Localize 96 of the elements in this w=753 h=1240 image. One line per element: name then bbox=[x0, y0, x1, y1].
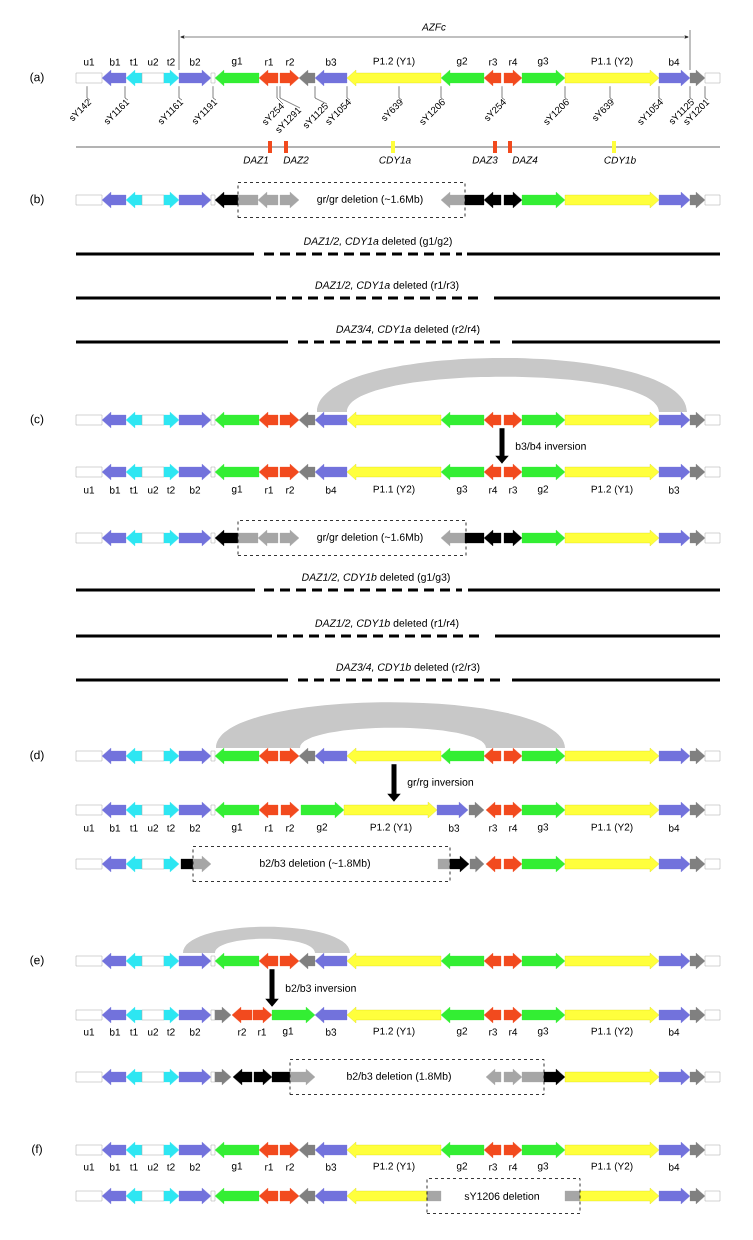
segment-label: t1 bbox=[130, 1163, 138, 1171]
edge-label: gr/rg inversion bbox=[407, 778, 474, 788]
segment-label: u2 bbox=[148, 1163, 159, 1171]
segment-label: g2 bbox=[456, 1162, 468, 1172]
leader-line bbox=[86, 85, 91, 101]
segment-label: g2 bbox=[456, 1027, 468, 1037]
leader-line bbox=[314, 85, 328, 105]
deletion-box: b2/b3 deletion (~1.8Mb) bbox=[192, 846, 451, 882]
gene-map-drawing bbox=[75, 358, 721, 429]
gene-map-drawing bbox=[75, 69, 721, 87]
panel-label: (b) bbox=[30, 194, 44, 206]
gene-label: DAZ3 bbox=[472, 156, 498, 164]
segment-label: P1.2 (Y1) bbox=[370, 823, 412, 833]
segment-label: b3 bbox=[326, 1028, 337, 1036]
segment-label: b4 bbox=[326, 486, 337, 494]
leader-line bbox=[658, 85, 663, 101]
gene-label: DAZ2 bbox=[283, 156, 309, 164]
gene-map-drawing bbox=[75, 1141, 721, 1159]
segment-label: g3 bbox=[537, 1162, 549, 1172]
segment-label: b2 bbox=[190, 1163, 201, 1171]
deletion-box: b2/b3 deletion (1.8Mb) bbox=[289, 1059, 545, 1095]
deletion-box: gr/gr deletion (~1.6Mb) bbox=[237, 182, 466, 218]
segment-label: t2 bbox=[167, 1163, 175, 1171]
leader-line bbox=[212, 85, 217, 101]
leader-line bbox=[609, 85, 614, 101]
segment-label: P1.2 (Y1) bbox=[373, 1162, 415, 1172]
segment-label: r1 bbox=[265, 486, 273, 494]
leader-line bbox=[346, 85, 351, 101]
gene-map-drawing bbox=[75, 855, 721, 873]
segment-label: g3 bbox=[537, 1027, 549, 1037]
edge-label: b3/b4 inversion bbox=[515, 442, 586, 450]
segment-label: r2 bbox=[286, 824, 294, 832]
leader-line bbox=[398, 85, 403, 101]
segment-label: u1 bbox=[84, 824, 95, 832]
segment-label: r1 bbox=[265, 1163, 273, 1171]
leader-line bbox=[501, 85, 506, 101]
panel-label: (e) bbox=[30, 955, 44, 967]
deletion-box: sY1206 deletion bbox=[426, 1178, 581, 1214]
segment-label: r3 bbox=[489, 1163, 497, 1171]
segment-label: r2 bbox=[286, 1163, 294, 1171]
segment-label: r3 bbox=[489, 1028, 497, 1036]
segment-label: u1 bbox=[84, 1163, 95, 1171]
deletion-label: DAZ1/2, CDY1a deleted (r1/r3) bbox=[315, 281, 459, 291]
leader-line bbox=[276, 85, 284, 105]
gene-map-drawing bbox=[75, 1187, 721, 1205]
deletion-label: DAZ1/2, CDY1b deleted (r1/r4) bbox=[315, 619, 459, 629]
segment-label: P1.1 (Y2) bbox=[591, 1162, 633, 1172]
segment-label: g1 bbox=[282, 1027, 294, 1037]
gene-map-drawing bbox=[75, 926, 721, 970]
panel-label: (c) bbox=[30, 414, 44, 426]
segment-label: g1 bbox=[231, 823, 243, 833]
segment-label: b2 bbox=[190, 824, 201, 832]
leader-line bbox=[704, 85, 709, 101]
segment-label: r3 bbox=[489, 824, 497, 832]
segment-label: g1 bbox=[231, 1162, 243, 1172]
leader-line bbox=[689, 85, 694, 101]
segment-label: b1 bbox=[110, 824, 121, 832]
segment-label: u2 bbox=[148, 824, 159, 832]
segment-label: b4 bbox=[669, 1163, 680, 1171]
gene-map-drawing bbox=[75, 1006, 721, 1024]
gene-map-drawing bbox=[75, 702, 721, 765]
gene-map-drawing bbox=[75, 463, 721, 481]
deletion-label: DAZ1/2, CDY1a deleted (g1/g2) bbox=[303, 237, 452, 247]
gene-label: DAZ1 bbox=[243, 156, 268, 164]
segment-label: r4 bbox=[509, 1028, 518, 1036]
segment-label: b3 bbox=[449, 824, 460, 832]
segment-label: g2 bbox=[316, 823, 328, 833]
segment-label: r2 bbox=[286, 486, 294, 494]
gene-map-drawing bbox=[75, 1068, 721, 1086]
segment-label: r4 bbox=[509, 1163, 518, 1171]
segment-label: b1 bbox=[110, 1163, 121, 1171]
leader-line bbox=[124, 85, 129, 101]
leader-line bbox=[279, 85, 301, 109]
segment-label: b3 bbox=[326, 1163, 337, 1171]
gene-map-drawing bbox=[75, 529, 721, 547]
deletion-box: gr/gr deletion (~1.6Mb) bbox=[237, 520, 467, 556]
edge-label: b2/b3 inversion bbox=[285, 984, 356, 992]
panel-label: (f) bbox=[32, 1144, 42, 1156]
deletion-label: DAZ1/2, CDY1b deleted (g1/g3) bbox=[301, 573, 450, 583]
segment-label: t2 bbox=[167, 824, 175, 832]
panel-label: (d) bbox=[30, 750, 44, 762]
leader-line bbox=[440, 85, 445, 101]
leader-line bbox=[178, 85, 183, 101]
segment-label: g3 bbox=[537, 823, 549, 833]
gene-label: DAZ4 bbox=[512, 156, 538, 164]
segment-label: r4 bbox=[509, 824, 518, 832]
segment-label: t1 bbox=[130, 824, 138, 832]
panel-label: (a) bbox=[30, 72, 44, 84]
gene-map-drawing bbox=[75, 191, 721, 209]
segment-label: g3 bbox=[456, 485, 468, 495]
gene-map-drawing bbox=[75, 801, 721, 819]
segment-label: r1 bbox=[265, 824, 273, 832]
segment-label: g1 bbox=[231, 485, 243, 495]
gene-label: CDY1a bbox=[379, 156, 411, 164]
leader-line bbox=[564, 85, 569, 101]
segment-label: b4 bbox=[669, 824, 680, 832]
